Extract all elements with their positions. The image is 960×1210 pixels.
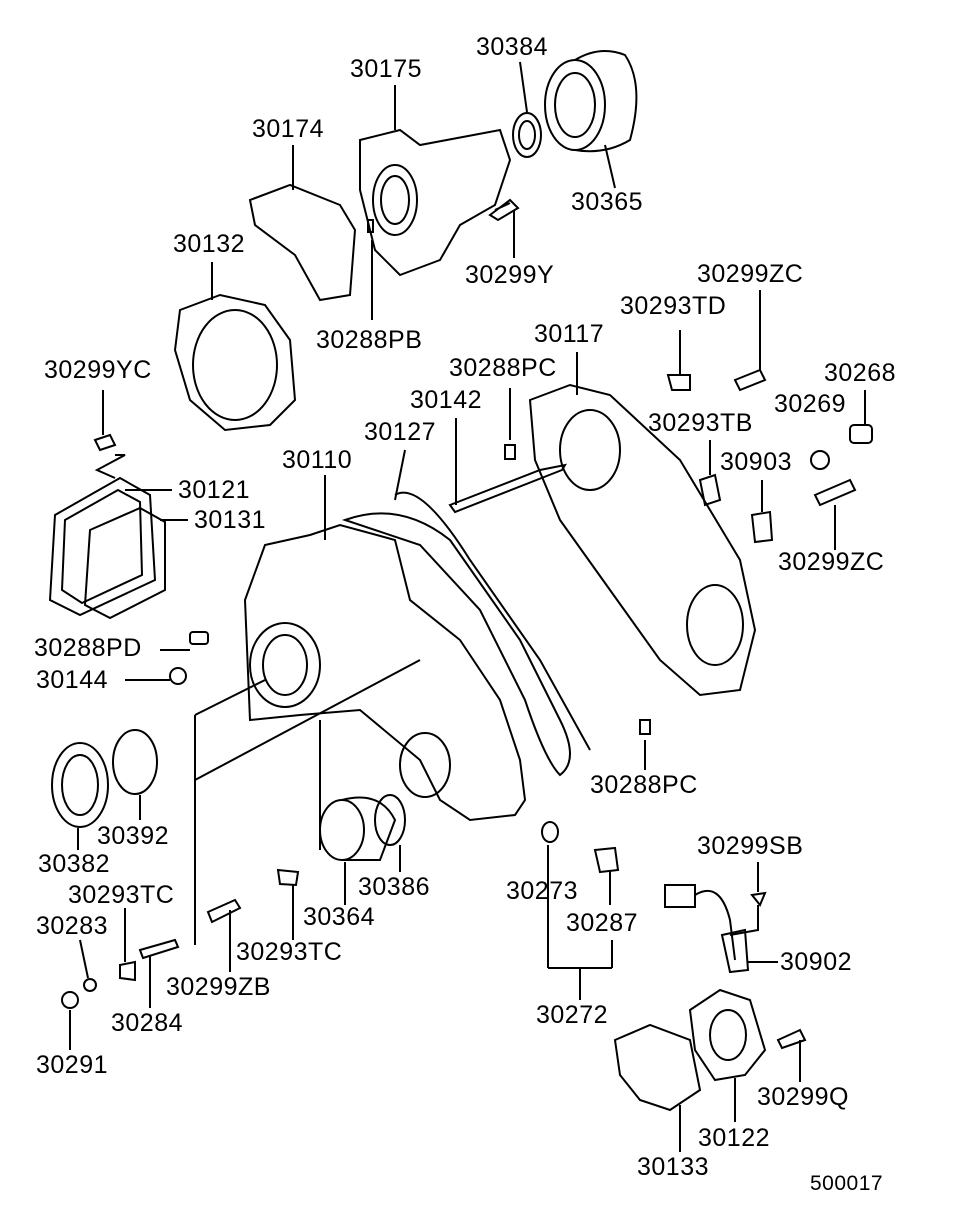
part-30174-gasket xyxy=(248,183,357,302)
part-label: 30392 xyxy=(97,822,170,850)
part-label: 30142 xyxy=(410,386,483,414)
part-label: 30903 xyxy=(720,448,793,476)
part-label: 30144 xyxy=(36,666,109,694)
part-label: 30273 xyxy=(506,877,579,905)
part-label: 30110 xyxy=(282,446,353,474)
part-label: 30283 xyxy=(36,912,109,940)
part-label: 30299ZC xyxy=(697,260,804,288)
part-label: 30293TC xyxy=(236,938,343,966)
part-label: 30299SB xyxy=(697,832,804,860)
part-label: 30288PC xyxy=(590,771,698,799)
part-label: 30272 xyxy=(536,1001,609,1029)
part-label: 30117 xyxy=(534,320,605,348)
part-label: 30288PD xyxy=(34,634,142,662)
part-label: 30299YC xyxy=(44,356,152,384)
part-label: 30121 xyxy=(178,476,251,504)
part-label: 30269 xyxy=(774,390,847,418)
part-30133-gasket xyxy=(613,1023,702,1112)
part-30384-seal xyxy=(512,112,542,158)
part-label: 30131 xyxy=(194,506,267,534)
part-30110-transfer-case xyxy=(243,523,527,822)
part-30382-seal xyxy=(51,742,109,828)
part-label: 30365 xyxy=(571,188,644,216)
part-label: 30287 xyxy=(566,909,639,937)
part-label: 30291 xyxy=(36,1051,109,1079)
part-label: 30132 xyxy=(173,230,246,258)
part-label: 30174 xyxy=(252,115,325,143)
part-label: 30293TD xyxy=(620,292,727,320)
part-label: 30284 xyxy=(111,1009,184,1037)
diagram-reference-number: 500017 xyxy=(810,1172,884,1195)
part-30117-rear-case xyxy=(528,383,757,697)
part-label: 30122 xyxy=(698,1124,771,1152)
part-label: 30293TB xyxy=(648,409,753,437)
part-label: 30364 xyxy=(303,903,376,931)
part-label: 30293TC xyxy=(68,881,175,909)
part-label: 30127 xyxy=(364,418,437,446)
part-30127-gasket xyxy=(341,512,571,777)
part-label: 30175 xyxy=(350,55,423,83)
part-label: 30288PB xyxy=(316,326,423,354)
part-label: 30384 xyxy=(476,33,549,61)
part-label: 30902 xyxy=(780,948,853,976)
part-30175-extension-housing xyxy=(359,128,512,277)
part-label: 30268 xyxy=(824,359,897,387)
part-label: 30386 xyxy=(358,873,431,901)
part-30132-gasket xyxy=(173,293,297,432)
part-30122-retainer xyxy=(688,988,767,1082)
part-label: 30299Q xyxy=(757,1083,849,1111)
part-label: 30299ZB xyxy=(166,973,271,1001)
part-label: 30299Y xyxy=(465,261,555,289)
part-30902-sensor xyxy=(664,884,750,974)
part-30364-sleeve xyxy=(319,796,397,861)
part-30365-sleeve xyxy=(544,50,638,153)
part-30121-cover xyxy=(48,476,166,620)
part-label: 30299ZC xyxy=(778,548,885,576)
part-label: 30288PC xyxy=(449,354,557,382)
part-label: 30133 xyxy=(637,1153,710,1181)
part-label: 30382 xyxy=(38,850,111,878)
